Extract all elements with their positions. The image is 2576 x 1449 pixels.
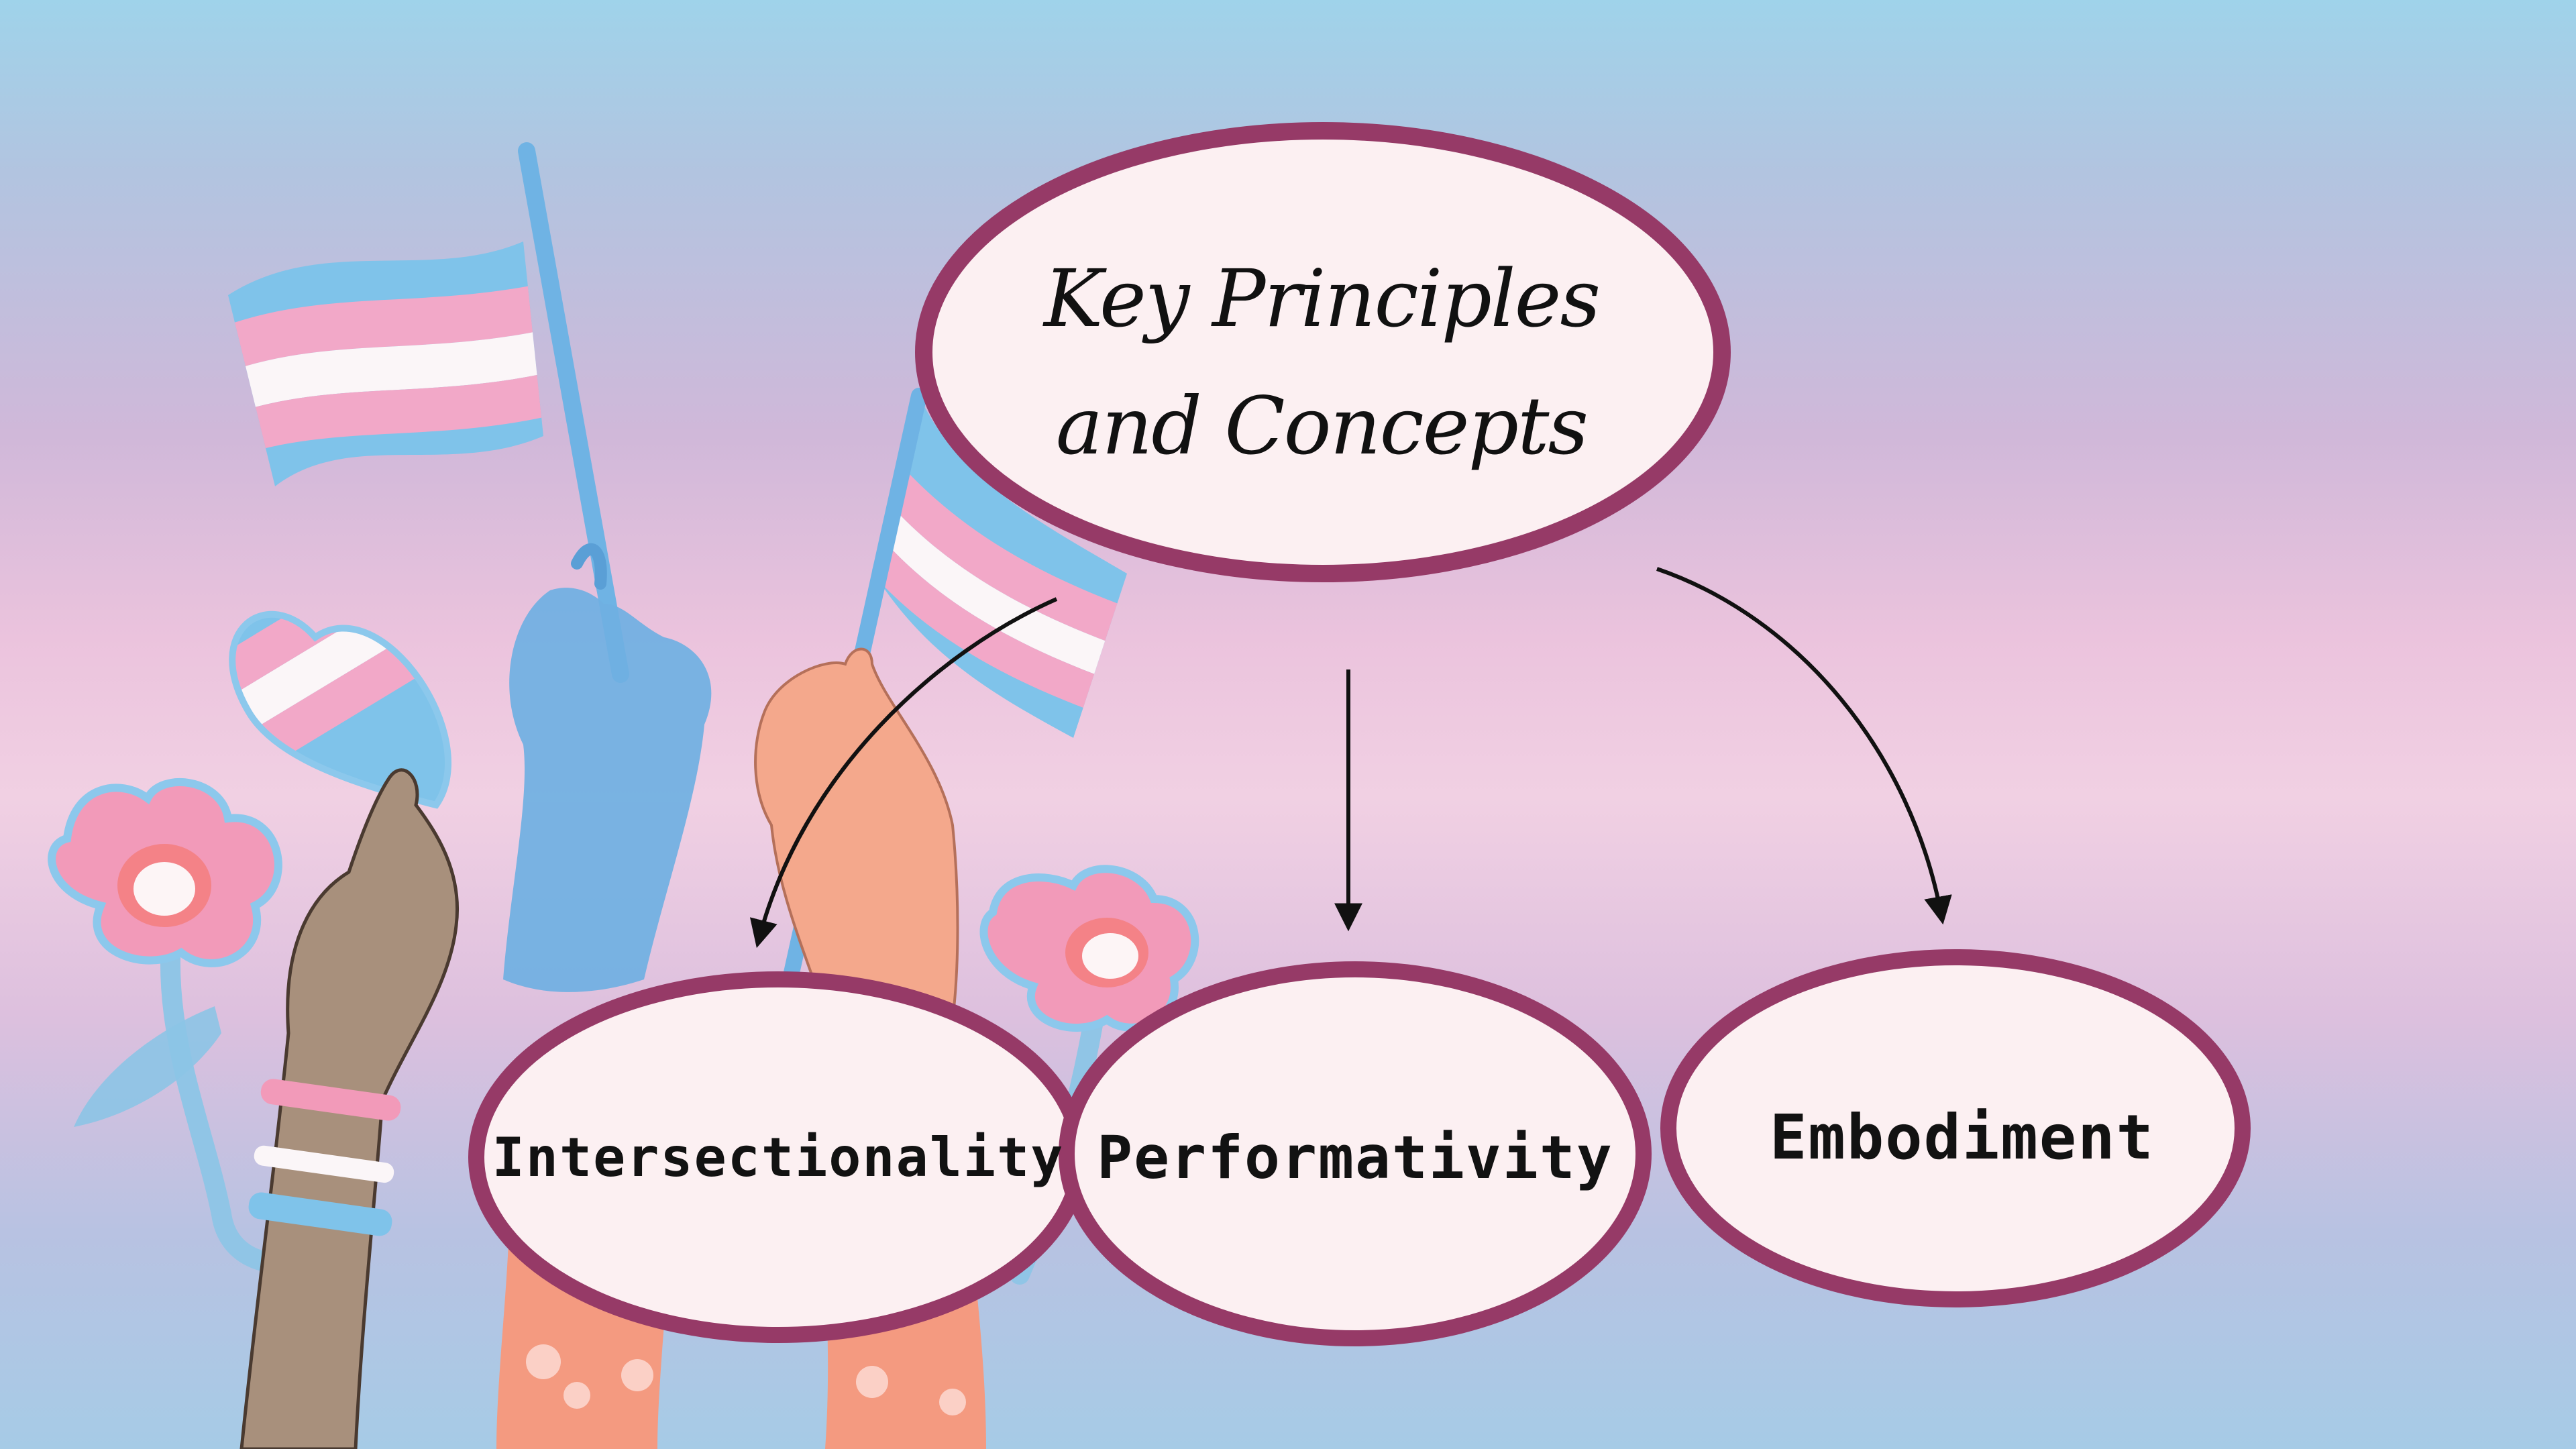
ellipse-embodiment	[1660, 949, 2251, 1307]
central-node-line1: Key Principles	[1043, 252, 1601, 345]
central-node-line2: and Concepts	[1055, 380, 1589, 472]
flower-left-icon	[48, 778, 305, 1274]
trans-flag-left-icon	[228, 142, 629, 683]
central-node-title: Key Principles and Concepts	[993, 221, 1650, 503]
peach-hand-icon	[754, 647, 959, 1030]
concept-label-performativity: Performativity	[1097, 1122, 1613, 1192]
trans-heart-icon	[229, 610, 451, 809]
central-ellipse	[915, 122, 1731, 582]
blue-hand-icon	[503, 543, 712, 992]
arrow-to-embodiment	[1656, 567, 1952, 925]
concept-label-embodiment: Embodiment	[1770, 1101, 2155, 1173]
ellipse-performativity	[1059, 961, 1652, 1346]
dark-hand-icon	[239, 768, 459, 1449]
arrow-to-intersectionality	[749, 597, 1058, 949]
concept-label-intersectionality: Intersectionality	[492, 1126, 1065, 1189]
